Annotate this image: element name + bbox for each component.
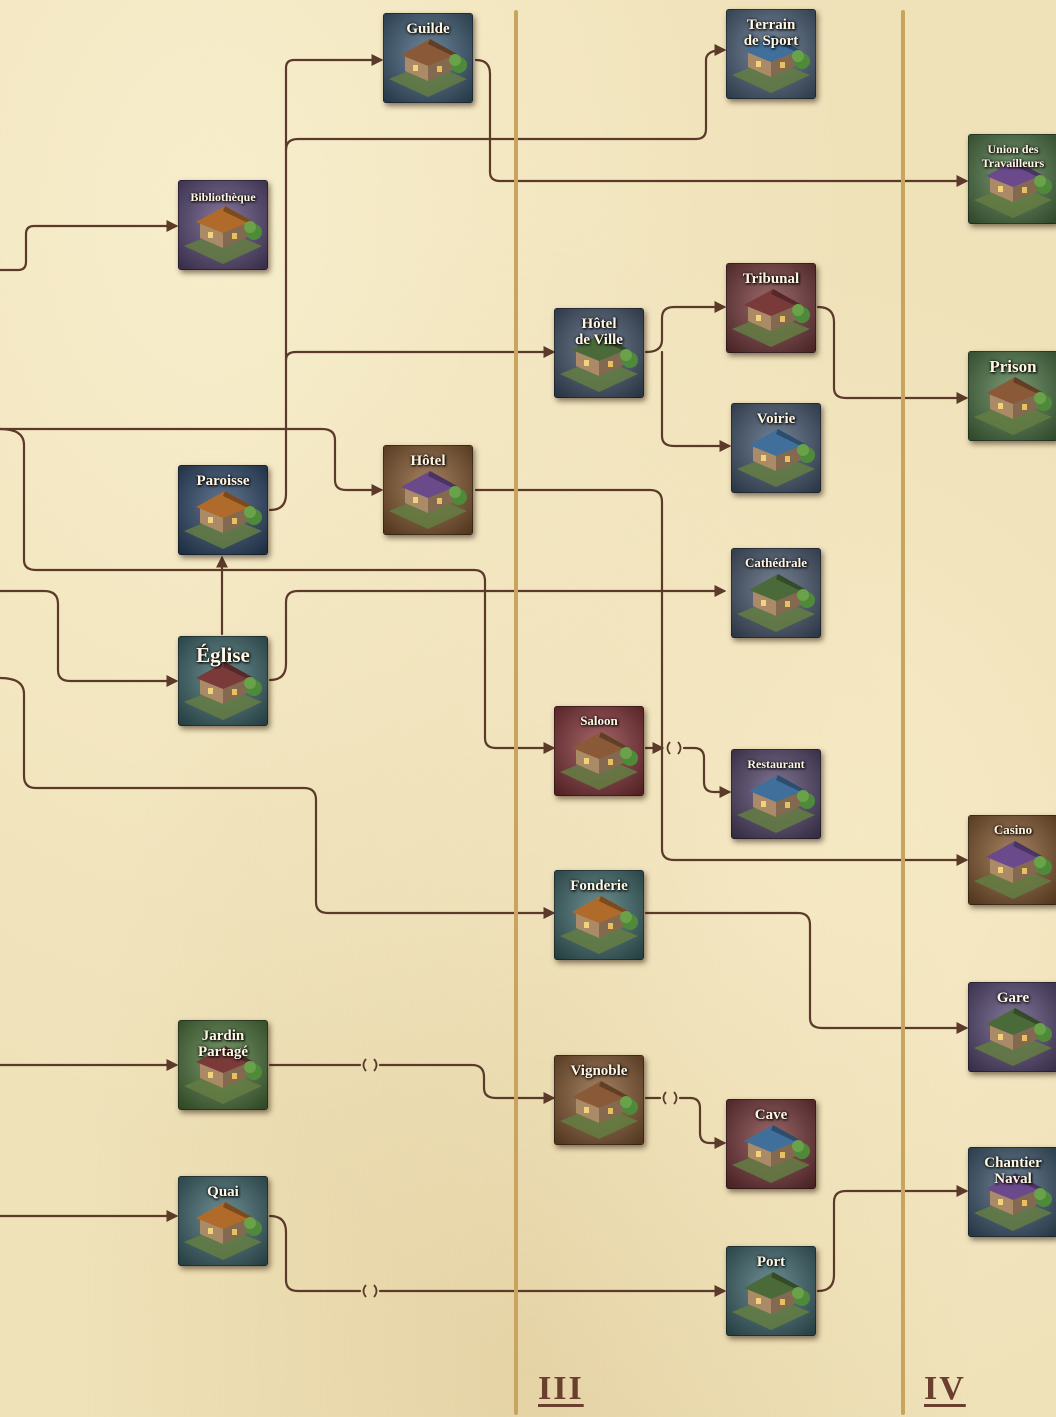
building-label: Restaurant	[731, 757, 821, 771]
link-tribunal-prison	[818, 307, 966, 398]
building-label: Prison	[968, 359, 1056, 375]
building-label: Saloon	[554, 714, 644, 728]
building-cathedrale[interactable]: Cathédrale	[731, 548, 821, 638]
building-label: Cave	[726, 1107, 816, 1123]
link-paroisse-guilde	[270, 60, 381, 510]
building-label: Quai	[178, 1184, 268, 1200]
link-vignoble-cave-b	[680, 1098, 724, 1143]
building-label: Union des Travailleurs	[968, 142, 1056, 170]
building-label: Casino	[968, 823, 1056, 837]
building-label: Port	[726, 1254, 816, 1270]
building-gare[interactable]: Gare	[968, 982, 1056, 1072]
link-port-chantier	[818, 1191, 966, 1291]
building-union-des-travailleurs[interactable]: Union des Travailleurs	[968, 134, 1056, 224]
link-paroisse-hotelville	[286, 352, 553, 360]
building-hotel[interactable]: Hôtel	[383, 445, 473, 535]
link-hotelville-tribunal	[646, 307, 724, 352]
link-to-bibliotheque	[0, 226, 176, 270]
building-fonderie[interactable]: Fonderie	[554, 870, 644, 960]
building-label: Gare	[968, 990, 1056, 1006]
building-bibliotheque[interactable]: Bibliothèque	[178, 180, 268, 270]
building-label: Fonderie	[554, 878, 644, 894]
building-vignoble[interactable]: Vignoble	[554, 1055, 644, 1145]
building-label: Vignoble	[554, 1063, 644, 1079]
link-quai-port-a	[270, 1216, 360, 1291]
building-label: Hôtel de Ville	[554, 316, 644, 348]
building-label: Voirie	[731, 411, 821, 427]
building-cave[interactable]: Cave	[726, 1099, 816, 1189]
optional-marker-icon	[364, 1059, 377, 1071]
building-paroisse[interactable]: Paroisse	[178, 465, 268, 555]
building-label: Bibliothèque	[178, 190, 268, 204]
link-hotelville-voirie	[662, 352, 729, 446]
building-prison[interactable]: Prison	[968, 351, 1056, 441]
building-label: Terrain de Sport	[726, 17, 816, 49]
building-tribunal[interactable]: Tribunal	[726, 263, 816, 353]
link-guilde-union	[476, 60, 966, 181]
link-jardin-vignoble-b	[380, 1065, 553, 1098]
link-paroisse-terrain	[286, 50, 724, 150]
building-eglise[interactable]: Église	[178, 636, 268, 726]
link-to-fonderie	[0, 678, 553, 913]
optional-marker-icon	[364, 1285, 377, 1297]
building-label: Jardin Partagé	[178, 1028, 268, 1060]
building-restaurant[interactable]: Restaurant	[731, 749, 821, 839]
link-eglise-cathedrale	[270, 591, 724, 680]
era-divider-iv	[901, 10, 905, 1415]
building-casino[interactable]: Casino	[968, 815, 1056, 905]
optional-marker-icon	[664, 1092, 677, 1104]
building-port[interactable]: Port	[726, 1246, 816, 1336]
link-to-eglise	[0, 591, 176, 681]
era-label-iii: III	[538, 1370, 584, 1408]
building-voirie[interactable]: Voirie	[731, 403, 821, 493]
era-label-iv: IV	[924, 1370, 966, 1408]
link-hotel-casino	[476, 490, 966, 860]
building-quai[interactable]: Quai	[178, 1176, 268, 1266]
building-saloon[interactable]: Saloon	[554, 706, 644, 796]
building-chantier-naval[interactable]: Chantier Naval	[968, 1147, 1056, 1237]
building-guilde[interactable]: Guilde	[383, 13, 473, 103]
optional-marker-icon	[668, 742, 681, 754]
building-terrain-de-sport[interactable]: Terrain de Sport	[726, 9, 816, 99]
building-label: Guilde	[383, 21, 473, 37]
link-saloon-restaurant-b	[684, 748, 729, 792]
building-hotel-de-ville[interactable]: Hôtel de Ville	[554, 308, 644, 398]
building-label: Hôtel	[383, 453, 473, 469]
era-divider-iii	[514, 10, 518, 1415]
building-jardin-partage[interactable]: Jardin Partagé	[178, 1020, 268, 1110]
building-label: Église	[178, 644, 268, 666]
building-label: Chantier Naval	[968, 1155, 1056, 1187]
link-fonderie-gare	[646, 913, 966, 1028]
building-label: Tribunal	[726, 271, 816, 287]
building-label: Cathédrale	[731, 556, 821, 570]
building-label: Paroisse	[178, 473, 268, 489]
